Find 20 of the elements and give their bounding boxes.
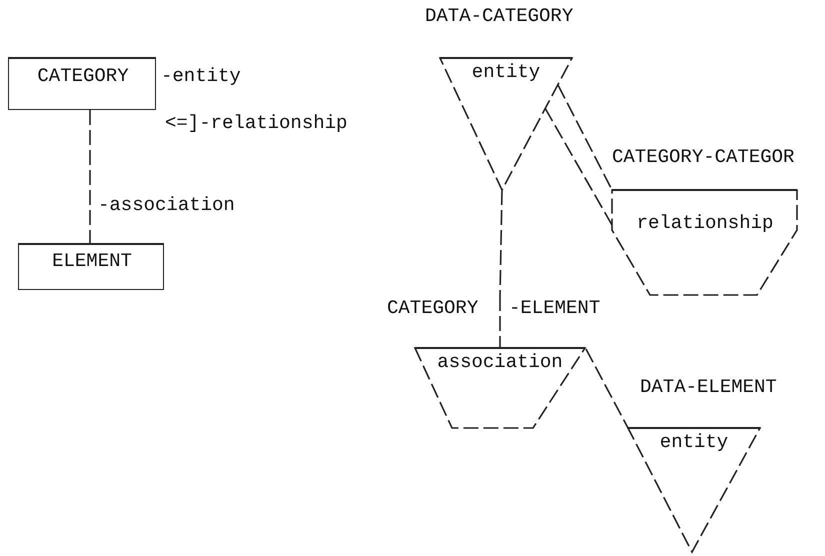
node-label: entity xyxy=(472,61,540,83)
node-label: relationship xyxy=(636,212,774,234)
connector-line xyxy=(499,190,503,296)
notation-label: <=]-relationship xyxy=(165,112,348,134)
node-label: ELEMENT xyxy=(52,250,132,272)
entity-box xyxy=(18,243,164,290)
connector-line xyxy=(89,110,91,243)
entity-name: -ELEMENT xyxy=(509,297,600,319)
entity-name: CATEGORY xyxy=(387,297,478,319)
role-label: -entity xyxy=(161,65,241,87)
connector-line xyxy=(585,348,629,428)
node-label: association xyxy=(437,351,563,373)
connector-line xyxy=(544,108,613,226)
notation-label: -association xyxy=(98,194,235,216)
connector-line xyxy=(557,84,613,190)
entity-name: CATEGORY-CATEGOR xyxy=(612,146,794,168)
node-label: CATEGORY xyxy=(37,65,129,87)
entity-name: DATA-ELEMENT xyxy=(640,376,777,398)
entity-name: DATA-CATEGORY xyxy=(425,5,574,27)
node-label: entity xyxy=(660,431,728,453)
